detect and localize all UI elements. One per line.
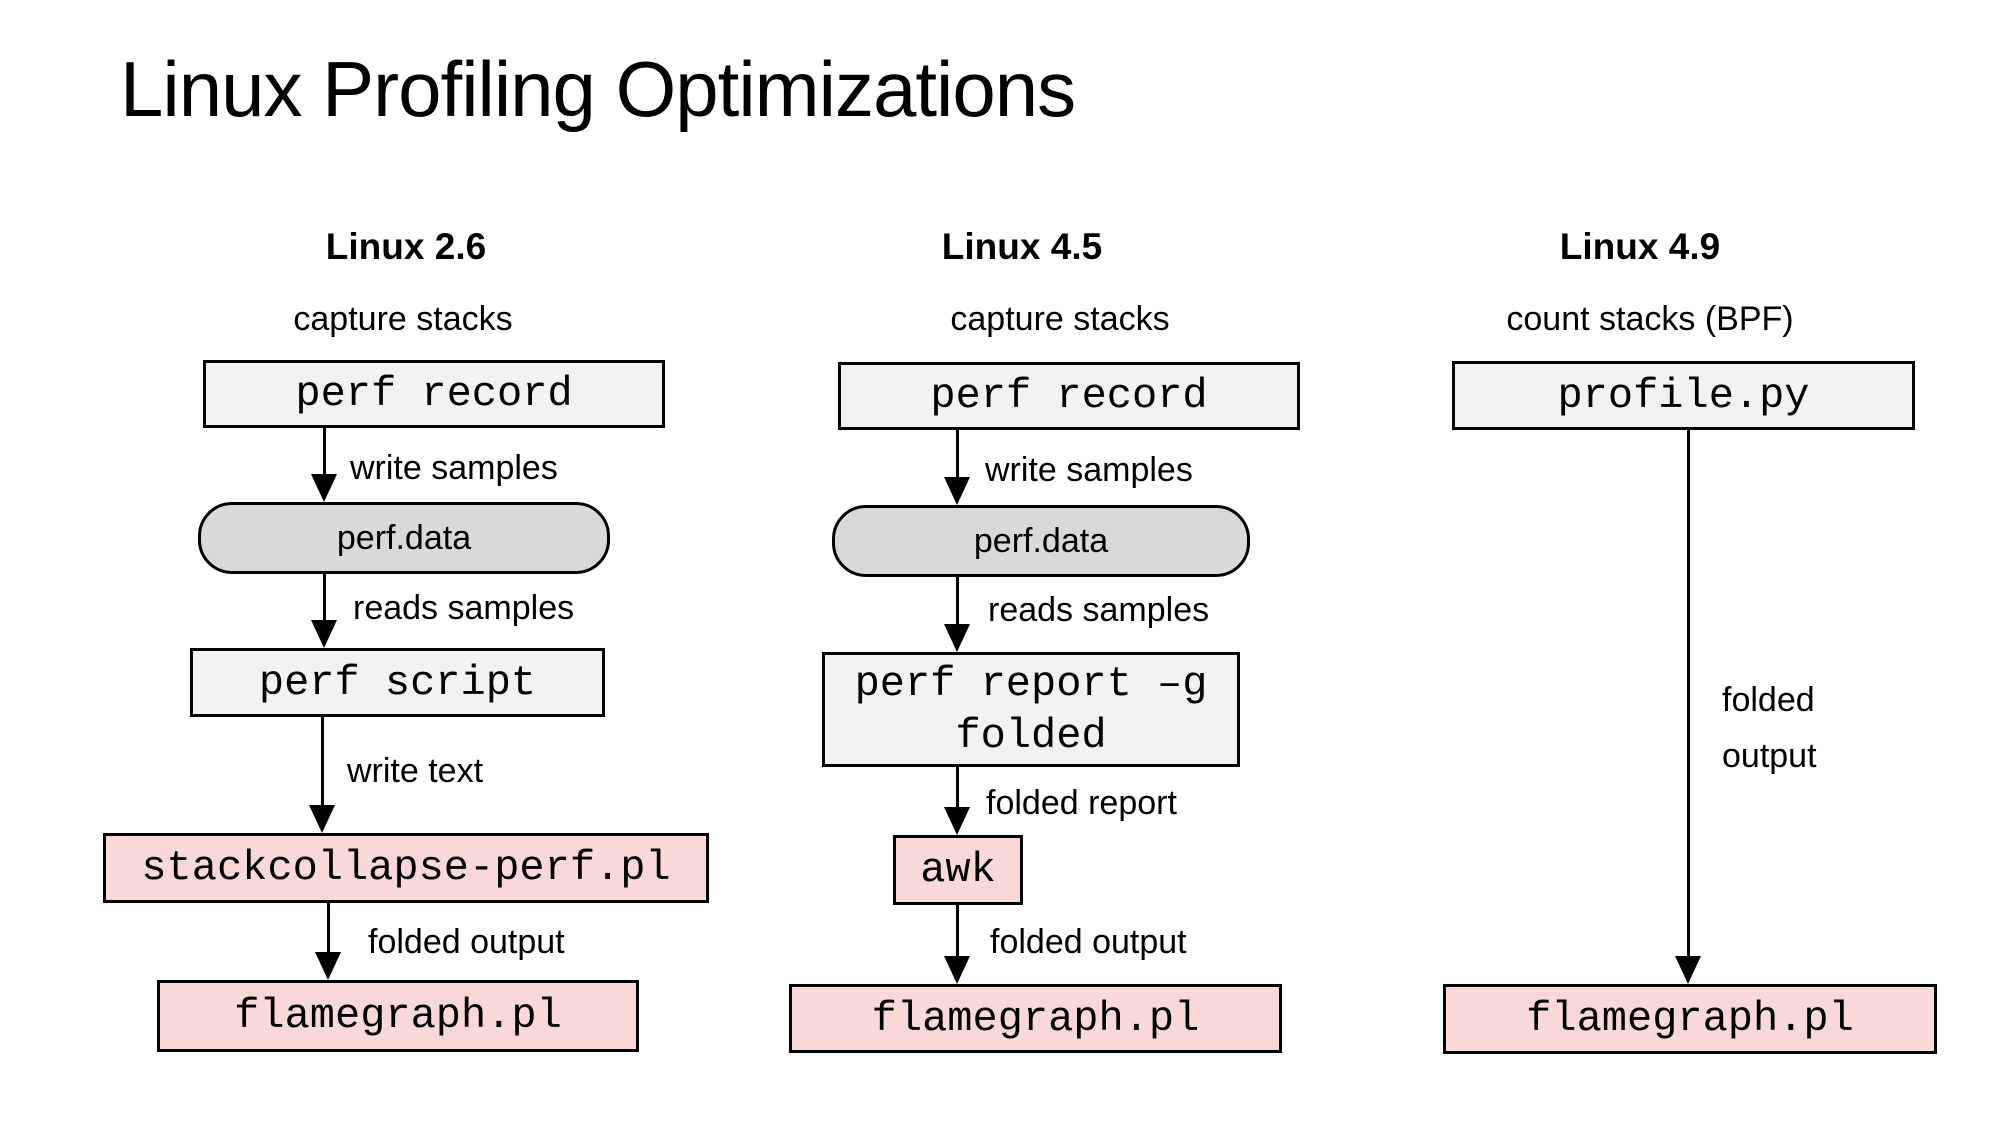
arrow-shaft xyxy=(320,717,324,809)
edge-label-line: output xyxy=(1722,737,1817,775)
column-header-linux-2-6: Linux 2.6 xyxy=(325,226,487,267)
arrow-shaft xyxy=(955,905,959,960)
node-profile-py: profile.py xyxy=(1452,361,1915,430)
node-flamegraph-3: flamegraph.pl xyxy=(1443,984,1937,1054)
caption-count-stacks-bpf: count stacks (BPF) xyxy=(1506,300,1794,338)
edge-label-reads-samples-1: reads samples xyxy=(353,589,575,627)
arrow-head-icon xyxy=(309,805,335,833)
arrow-head-icon xyxy=(311,474,337,502)
arrow-shaft xyxy=(955,577,959,628)
edge-label-write-text: write text xyxy=(347,752,484,790)
edge-label-folded-output-2: folded output xyxy=(990,923,1187,961)
node-flamegraph-2: flamegraph.pl xyxy=(789,984,1282,1053)
arrow-shaft xyxy=(955,767,959,811)
edge-label-line: folded xyxy=(1722,681,1815,719)
arrow-head-icon xyxy=(944,624,970,652)
arrow-head-icon xyxy=(944,477,970,505)
arrow-shaft xyxy=(1686,430,1690,960)
column-header-linux-4-9: Linux 4.9 xyxy=(1559,226,1721,267)
arrow-head-icon xyxy=(944,956,970,984)
edge-label-write-samples-1: write samples xyxy=(350,449,558,487)
node-perf-record-2: perf record xyxy=(838,362,1300,430)
arrow-shaft xyxy=(322,573,326,624)
node-perf-script: perf script xyxy=(190,648,605,717)
arrow-shaft xyxy=(326,903,330,956)
column-header-linux-4-5: Linux 4.5 xyxy=(941,226,1103,267)
node-flamegraph-1: flamegraph.pl xyxy=(157,980,639,1052)
edge-label-folded-output-3: folded output xyxy=(1722,672,1817,784)
edge-label-folded-report: folded report xyxy=(986,784,1177,822)
page-title: Linux Profiling Optimizations xyxy=(120,45,1076,133)
node-perf-data-2: perf.data xyxy=(832,505,1250,577)
edge-label-write-samples-2: write samples xyxy=(985,451,1193,489)
arrow-head-icon xyxy=(311,620,337,648)
arrow-head-icon xyxy=(315,952,341,980)
caption-capture-stacks-2: capture stacks xyxy=(950,300,1170,338)
edge-label-reads-samples-2: reads samples xyxy=(988,591,1210,629)
node-perf-data-1: perf.data xyxy=(198,502,610,574)
arrow-shaft xyxy=(322,428,326,478)
arrow-head-icon xyxy=(944,807,970,835)
node-perf-record-1: perf record xyxy=(203,360,665,428)
node-perf-report-g-folded: perf report –g folded xyxy=(822,652,1240,767)
caption-capture-stacks-1: capture stacks xyxy=(293,300,513,338)
node-awk: awk xyxy=(893,835,1023,905)
arrow-head-icon xyxy=(1675,956,1701,984)
node-stackcollapse-perf: stackcollapse-perf.pl xyxy=(103,833,709,903)
arrow-shaft xyxy=(955,430,959,481)
edge-label-folded-output-1: folded output xyxy=(368,923,565,961)
